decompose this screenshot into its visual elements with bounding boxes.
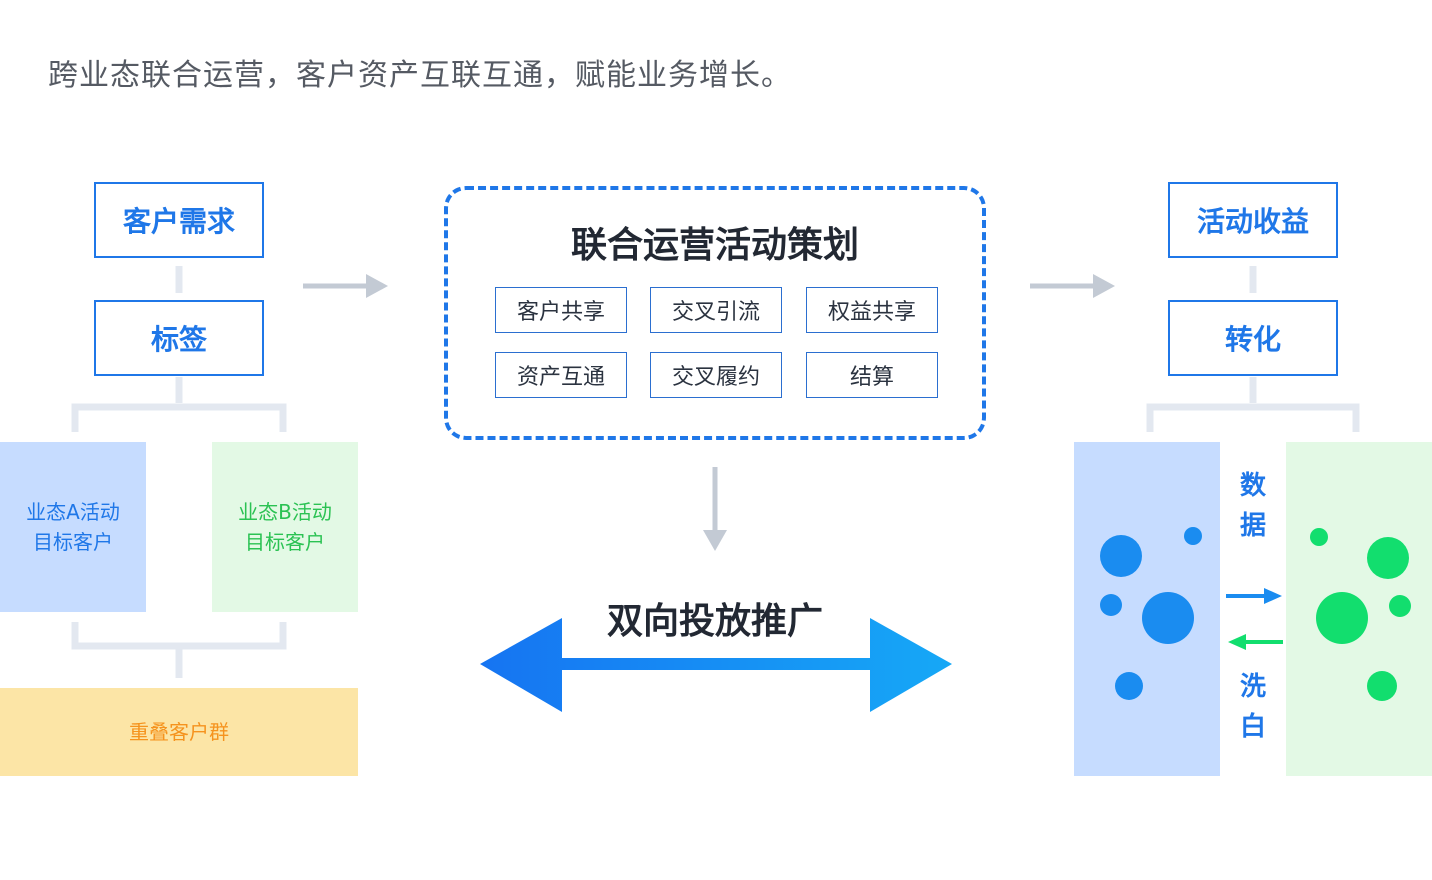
chip-cross-traffic: 交叉引流 <box>650 287 782 333</box>
segment-a-block: 业态A活动 目标客户 <box>0 442 146 612</box>
wash-label: 洗 白 <box>1233 667 1273 747</box>
tag-box: 标签 <box>94 300 264 376</box>
joint-operation-panel <box>444 186 986 440</box>
data-label-char-1: 数 <box>1239 471 1266 501</box>
data-dot <box>1184 527 1202 545</box>
customer-demand-box: 客户需求 <box>94 182 264 258</box>
double-arrow-icon <box>480 618 952 712</box>
arrow-left-to-center <box>303 274 388 298</box>
chip-asset-interop: 资产互通 <box>495 352 627 398</box>
chip-benefit-share: 权益共享 <box>806 287 938 333</box>
data-label-char-2: 据 <box>1239 511 1266 541</box>
wash-label-char-2: 白 <box>1239 712 1266 742</box>
segment-a-line-2: 目标客户 <box>33 530 113 554</box>
segment-b-line-1: 业态B活动 <box>238 500 332 524</box>
connector-segments-bracket <box>71 622 287 650</box>
arrow-center-to-right <box>1030 274 1115 298</box>
arrow-center-down <box>703 467 727 551</box>
data-block-blue <box>1074 442 1220 776</box>
page-subtitle: 跨业态联合运营，客户资产互联互通，赋能业务增长。 <box>48 58 792 93</box>
data-dot <box>1100 594 1122 616</box>
activity-revenue-box: 活动收益 <box>1168 182 1338 258</box>
chip-cross-fulfillment: 交叉履约 <box>650 352 782 398</box>
connector-tag-bracket <box>71 403 287 432</box>
segment-b-block: 业态B活动 目标客户 <box>212 442 358 612</box>
conversion-box: 转化 <box>1168 300 1338 376</box>
data-dot <box>1316 592 1368 644</box>
chip-settlement: 结算 <box>806 352 938 398</box>
promotion-title: 双向投放推广 <box>606 601 823 642</box>
data-dot <box>1115 672 1143 700</box>
segment-a-line-1: 业态A活动 <box>26 500 120 524</box>
data-label: 数 据 <box>1233 466 1273 546</box>
data-dot <box>1389 595 1411 617</box>
overlap-customers-block: 重叠客户群 <box>0 688 358 776</box>
segment-b-line-2: 目标客户 <box>244 530 325 554</box>
data-dot <box>1100 535 1142 577</box>
wash-label-char-1: 洗 <box>1239 672 1266 702</box>
chip-customer-share: 客户共享 <box>495 287 627 333</box>
data-dot <box>1367 537 1409 579</box>
data-dot <box>1310 528 1328 546</box>
panel-title: 联合运营活动策划 <box>570 225 859 266</box>
connector-conversion-bracket <box>1146 403 1360 432</box>
data-dot <box>1142 592 1194 644</box>
data-block-green <box>1286 442 1432 776</box>
arrow-left-small-icon <box>1228 634 1283 650</box>
data-dot <box>1367 671 1397 701</box>
arrow-right-small-icon <box>1226 588 1282 604</box>
